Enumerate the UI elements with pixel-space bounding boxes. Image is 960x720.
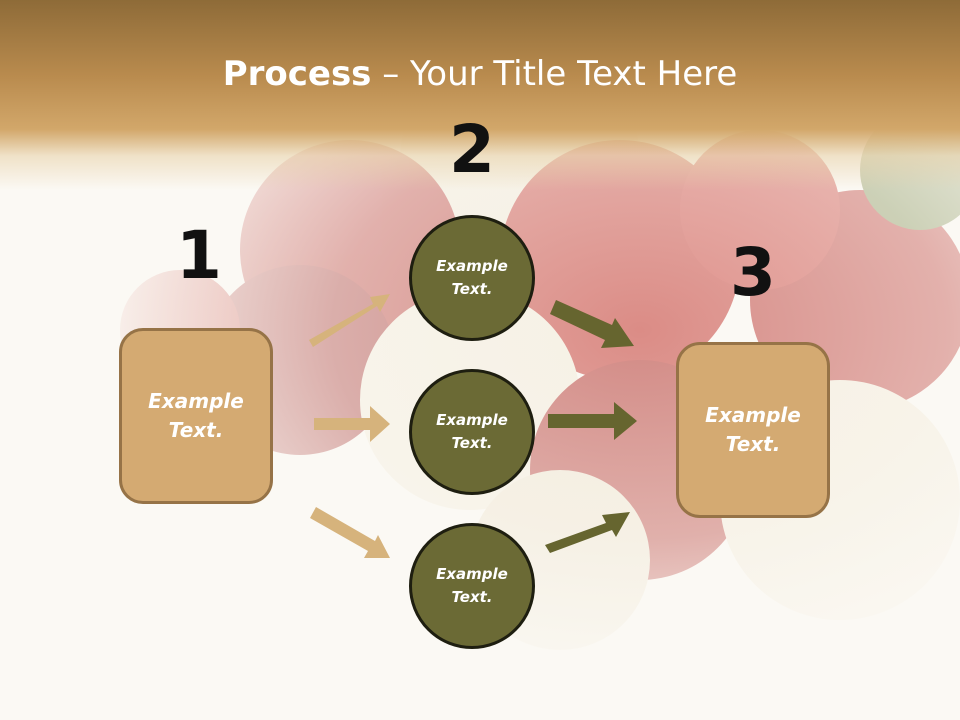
circle-3-line-2: Text.: [451, 588, 493, 606]
step-number-2: 2: [449, 111, 495, 188]
arrow-circle-2-to-right: [548, 402, 637, 440]
page-title: Process – Your Title Text Here: [0, 52, 960, 96]
circle-1-line-2: Text.: [451, 280, 493, 298]
circle-3-line-1: Example: [436, 565, 508, 583]
title-bold: Process: [222, 54, 372, 94]
left-box-line-2: Text.: [168, 418, 224, 442]
arrow-circle-1-to-right: [550, 300, 634, 348]
left-box-line-1: Example: [148, 389, 244, 413]
arrow-left-to-circle-1: [309, 294, 390, 347]
title-rest: – Your Title Text Here: [371, 54, 738, 94]
arrow-left-to-circle-2: [314, 406, 390, 442]
circle-2-line-2: Text.: [451, 434, 493, 452]
step-number-3: 3: [730, 234, 776, 311]
header-band: [0, 0, 960, 190]
circle-2-line-1: Example: [436, 411, 508, 429]
circle-1-line-1: Example: [436, 257, 508, 275]
right-box-line-2: Text.: [725, 432, 781, 456]
right-box-line-1: Example: [705, 403, 801, 427]
arrow-left-to-circle-3: [310, 507, 390, 558]
step-number-1: 1: [176, 217, 222, 294]
arrow-circle-3-to-right: [545, 512, 630, 553]
